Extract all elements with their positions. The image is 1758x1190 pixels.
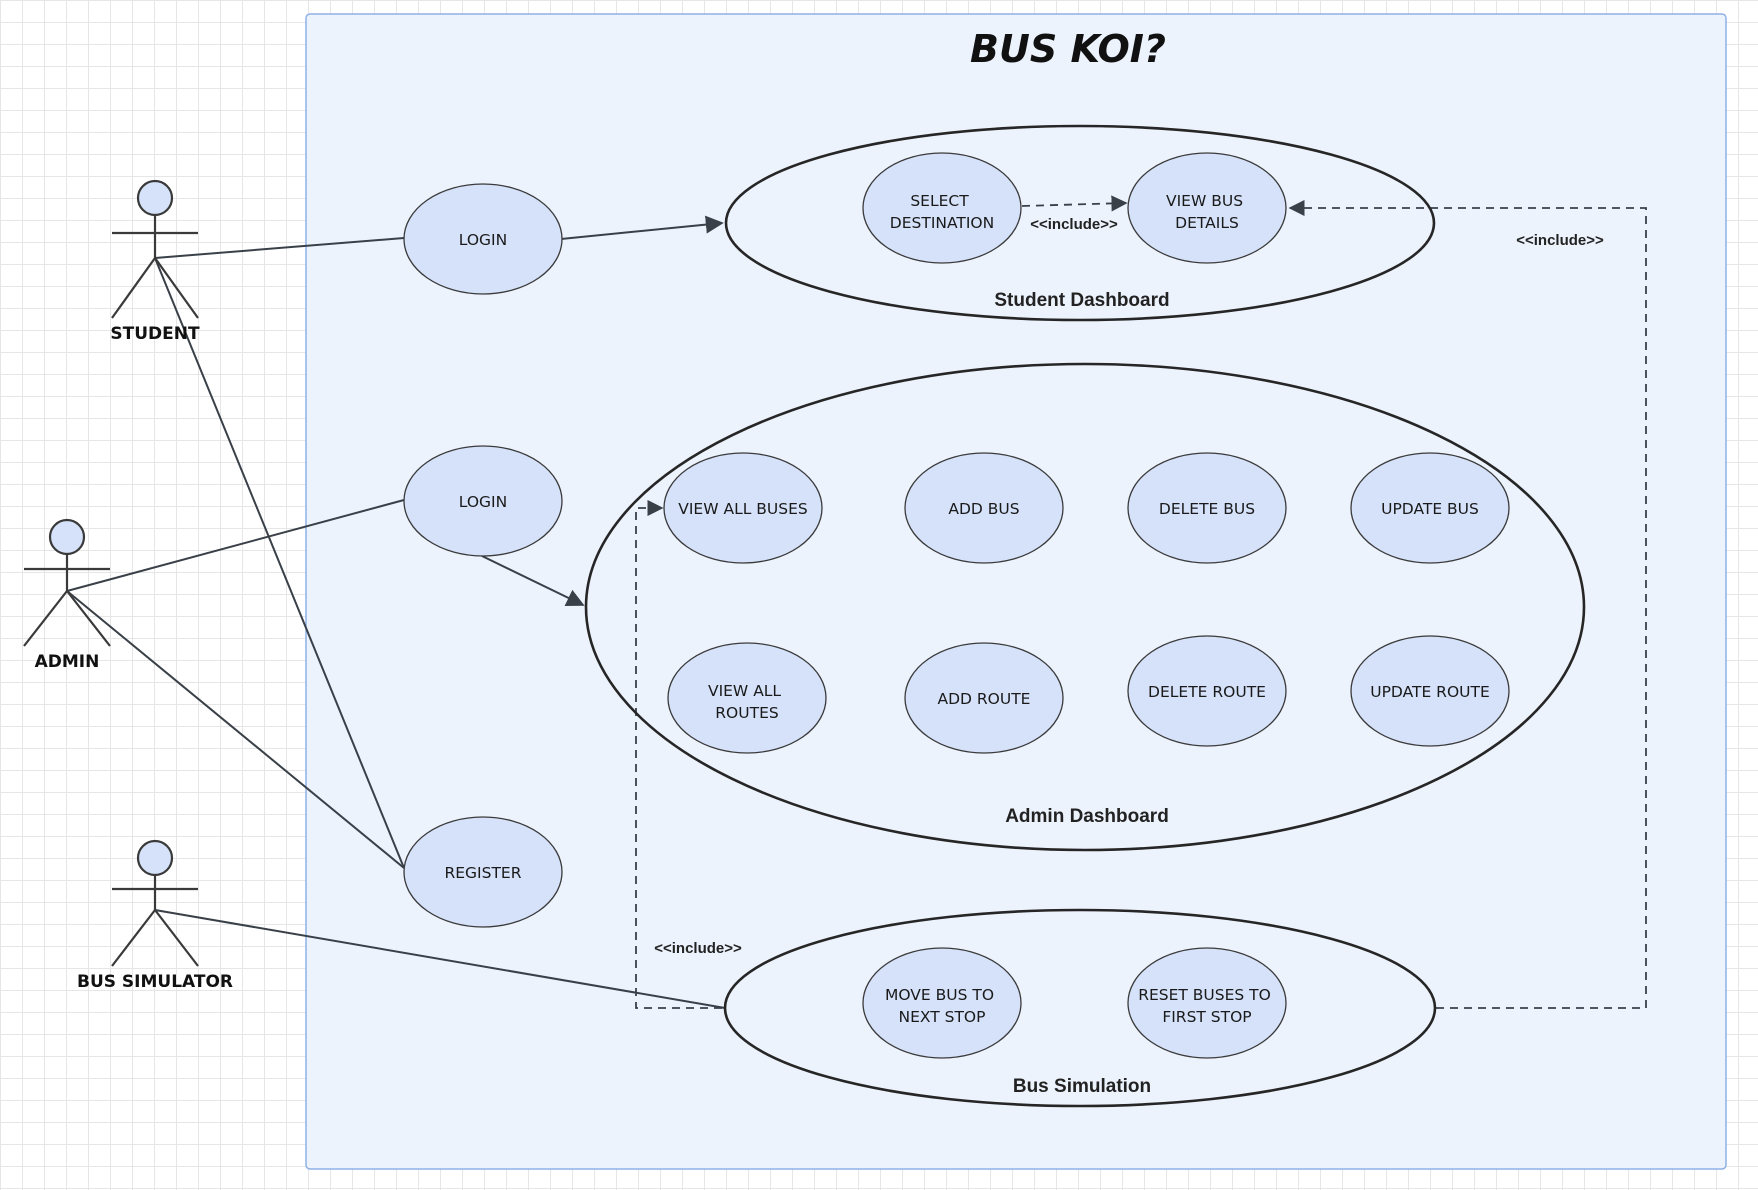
- include-label-destination: <<include>>: [1030, 216, 1118, 233]
- use-case-add-bus[interactable]: ADD BUS: [904, 452, 1064, 564]
- use-case-label: VIEW BUS DETAILS: [1166, 192, 1248, 232]
- actor-label: ADMIN: [35, 652, 100, 672]
- include-select-destination-view-bus-details: [1021, 195, 1128, 212]
- assoc-simulator-bus-simulation: [154, 909, 726, 1009]
- include-bus-simulation-view-bus-details: [1288, 199, 1647, 1009]
- admin-dashboard-group: Admin Dashboard: [584, 362, 1586, 852]
- actor-label: STUDENT: [110, 324, 200, 344]
- use-case-register[interactable]: REGISTER: [403, 816, 563, 928]
- label-line-2: NEXT STOP: [899, 1008, 986, 1026]
- label-line-1: VIEW ALL: [708, 682, 781, 700]
- use-case-update-route[interactable]: UPDATE ROUTE: [1350, 635, 1510, 747]
- use-case-move-bus[interactable]: MOVE BUS TO NEXT STOP: [862, 947, 1022, 1059]
- include-bus-simulation-view-all-buses: [635, 499, 722, 1009]
- actor-admin[interactable]: ADMIN: [23, 518, 111, 672]
- label-line-1: SELECT: [910, 192, 969, 210]
- label-line-2: FIRST STOP: [1162, 1008, 1251, 1026]
- use-case-label: ADD BUS: [948, 500, 1019, 518]
- student-dashboard-label: Student Dashboard: [994, 290, 1169, 311]
- use-case-view-bus-details[interactable]: VIEW BUS DETAILS: [1127, 152, 1287, 264]
- system-boundary: [305, 13, 1727, 1170]
- assoc-student-register: [154, 257, 405, 869]
- use-case-label: SELECT DESTINATION: [890, 192, 994, 232]
- use-case-label: UPDATE ROUTE: [1370, 683, 1490, 701]
- use-case-label: VIEW ALL ROUTES: [708, 682, 786, 722]
- stick-figure-icon: [23, 518, 111, 647]
- use-case-label: REGISTER: [444, 864, 521, 882]
- stick-figure-icon: [111, 839, 199, 967]
- diagram-title: BUS KOI?: [970, 27, 1166, 71]
- actor-bus-simulator[interactable]: BUS SIMULATOR: [77, 839, 233, 992]
- actor-student[interactable]: STUDENT: [110, 179, 200, 344]
- use-case-label: DELETE BUS: [1159, 500, 1255, 518]
- use-case-add-route[interactable]: ADD ROUTE: [904, 642, 1064, 754]
- use-case-delete-route[interactable]: DELETE ROUTE: [1127, 635, 1287, 747]
- admin-dashboard-label: Admin Dashboard: [1005, 806, 1169, 827]
- use-case-label: LOGIN: [459, 231, 507, 249]
- label-line-2: ROUTES: [715, 704, 778, 722]
- include-label-left: <<include>>: [654, 940, 742, 957]
- arrow-login-admin-dashboard: [481, 555, 585, 607]
- use-case-label: DELETE ROUTE: [1148, 683, 1266, 701]
- use-case-update-bus[interactable]: UPDATE BUS: [1350, 452, 1510, 564]
- use-case-admin-login[interactable]: LOGIN: [403, 445, 563, 557]
- use-case-label: ADD ROUTE: [938, 690, 1031, 708]
- use-case-delete-bus[interactable]: DELETE BUS: [1127, 452, 1287, 564]
- label-line-1: MOVE BUS TO: [885, 986, 994, 1004]
- bus-simulation-group: Bus Simulation: [723, 908, 1437, 1108]
- bus-simulation-label: Bus Simulation: [1013, 1076, 1151, 1097]
- stick-figure-icon: [111, 179, 199, 319]
- label-line-1: VIEW BUS: [1166, 192, 1243, 210]
- assoc-student-login: [154, 237, 405, 259]
- actor-label: BUS SIMULATOR: [77, 972, 233, 992]
- assoc-admin-login: [66, 499, 405, 592]
- use-case-label: LOGIN: [459, 493, 507, 511]
- use-case-select-destination[interactable]: SELECT DESTINATION: [862, 152, 1022, 264]
- label-line-1: RESET BUSES TO: [1138, 986, 1271, 1004]
- use-case-label: RESET BUSES TO FIRST STOP: [1138, 986, 1276, 1026]
- label-line-2: DETAILS: [1175, 214, 1239, 232]
- use-case-label: UPDATE BUS: [1381, 500, 1479, 518]
- include-label-right: <<include>>: [1516, 232, 1604, 249]
- use-case-label: MOVE BUS TO NEXT STOP: [885, 986, 999, 1026]
- arrow-login-student-dashboard: [560, 215, 724, 240]
- student-dashboard-group: Student Dashboard: [724, 124, 1436, 322]
- use-case-view-all-routes[interactable]: VIEW ALL ROUTES: [667, 642, 827, 754]
- use-case-student-login[interactable]: LOGIN: [403, 183, 563, 295]
- use-case-view-all-buses[interactable]: VIEW ALL BUSES: [663, 452, 823, 564]
- assoc-admin-register: [66, 590, 405, 869]
- use-case-label: VIEW ALL BUSES: [678, 500, 807, 518]
- label-line-2: DESTINATION: [890, 214, 994, 232]
- use-case-reset-buses[interactable]: RESET BUSES TO FIRST STOP: [1127, 947, 1287, 1059]
